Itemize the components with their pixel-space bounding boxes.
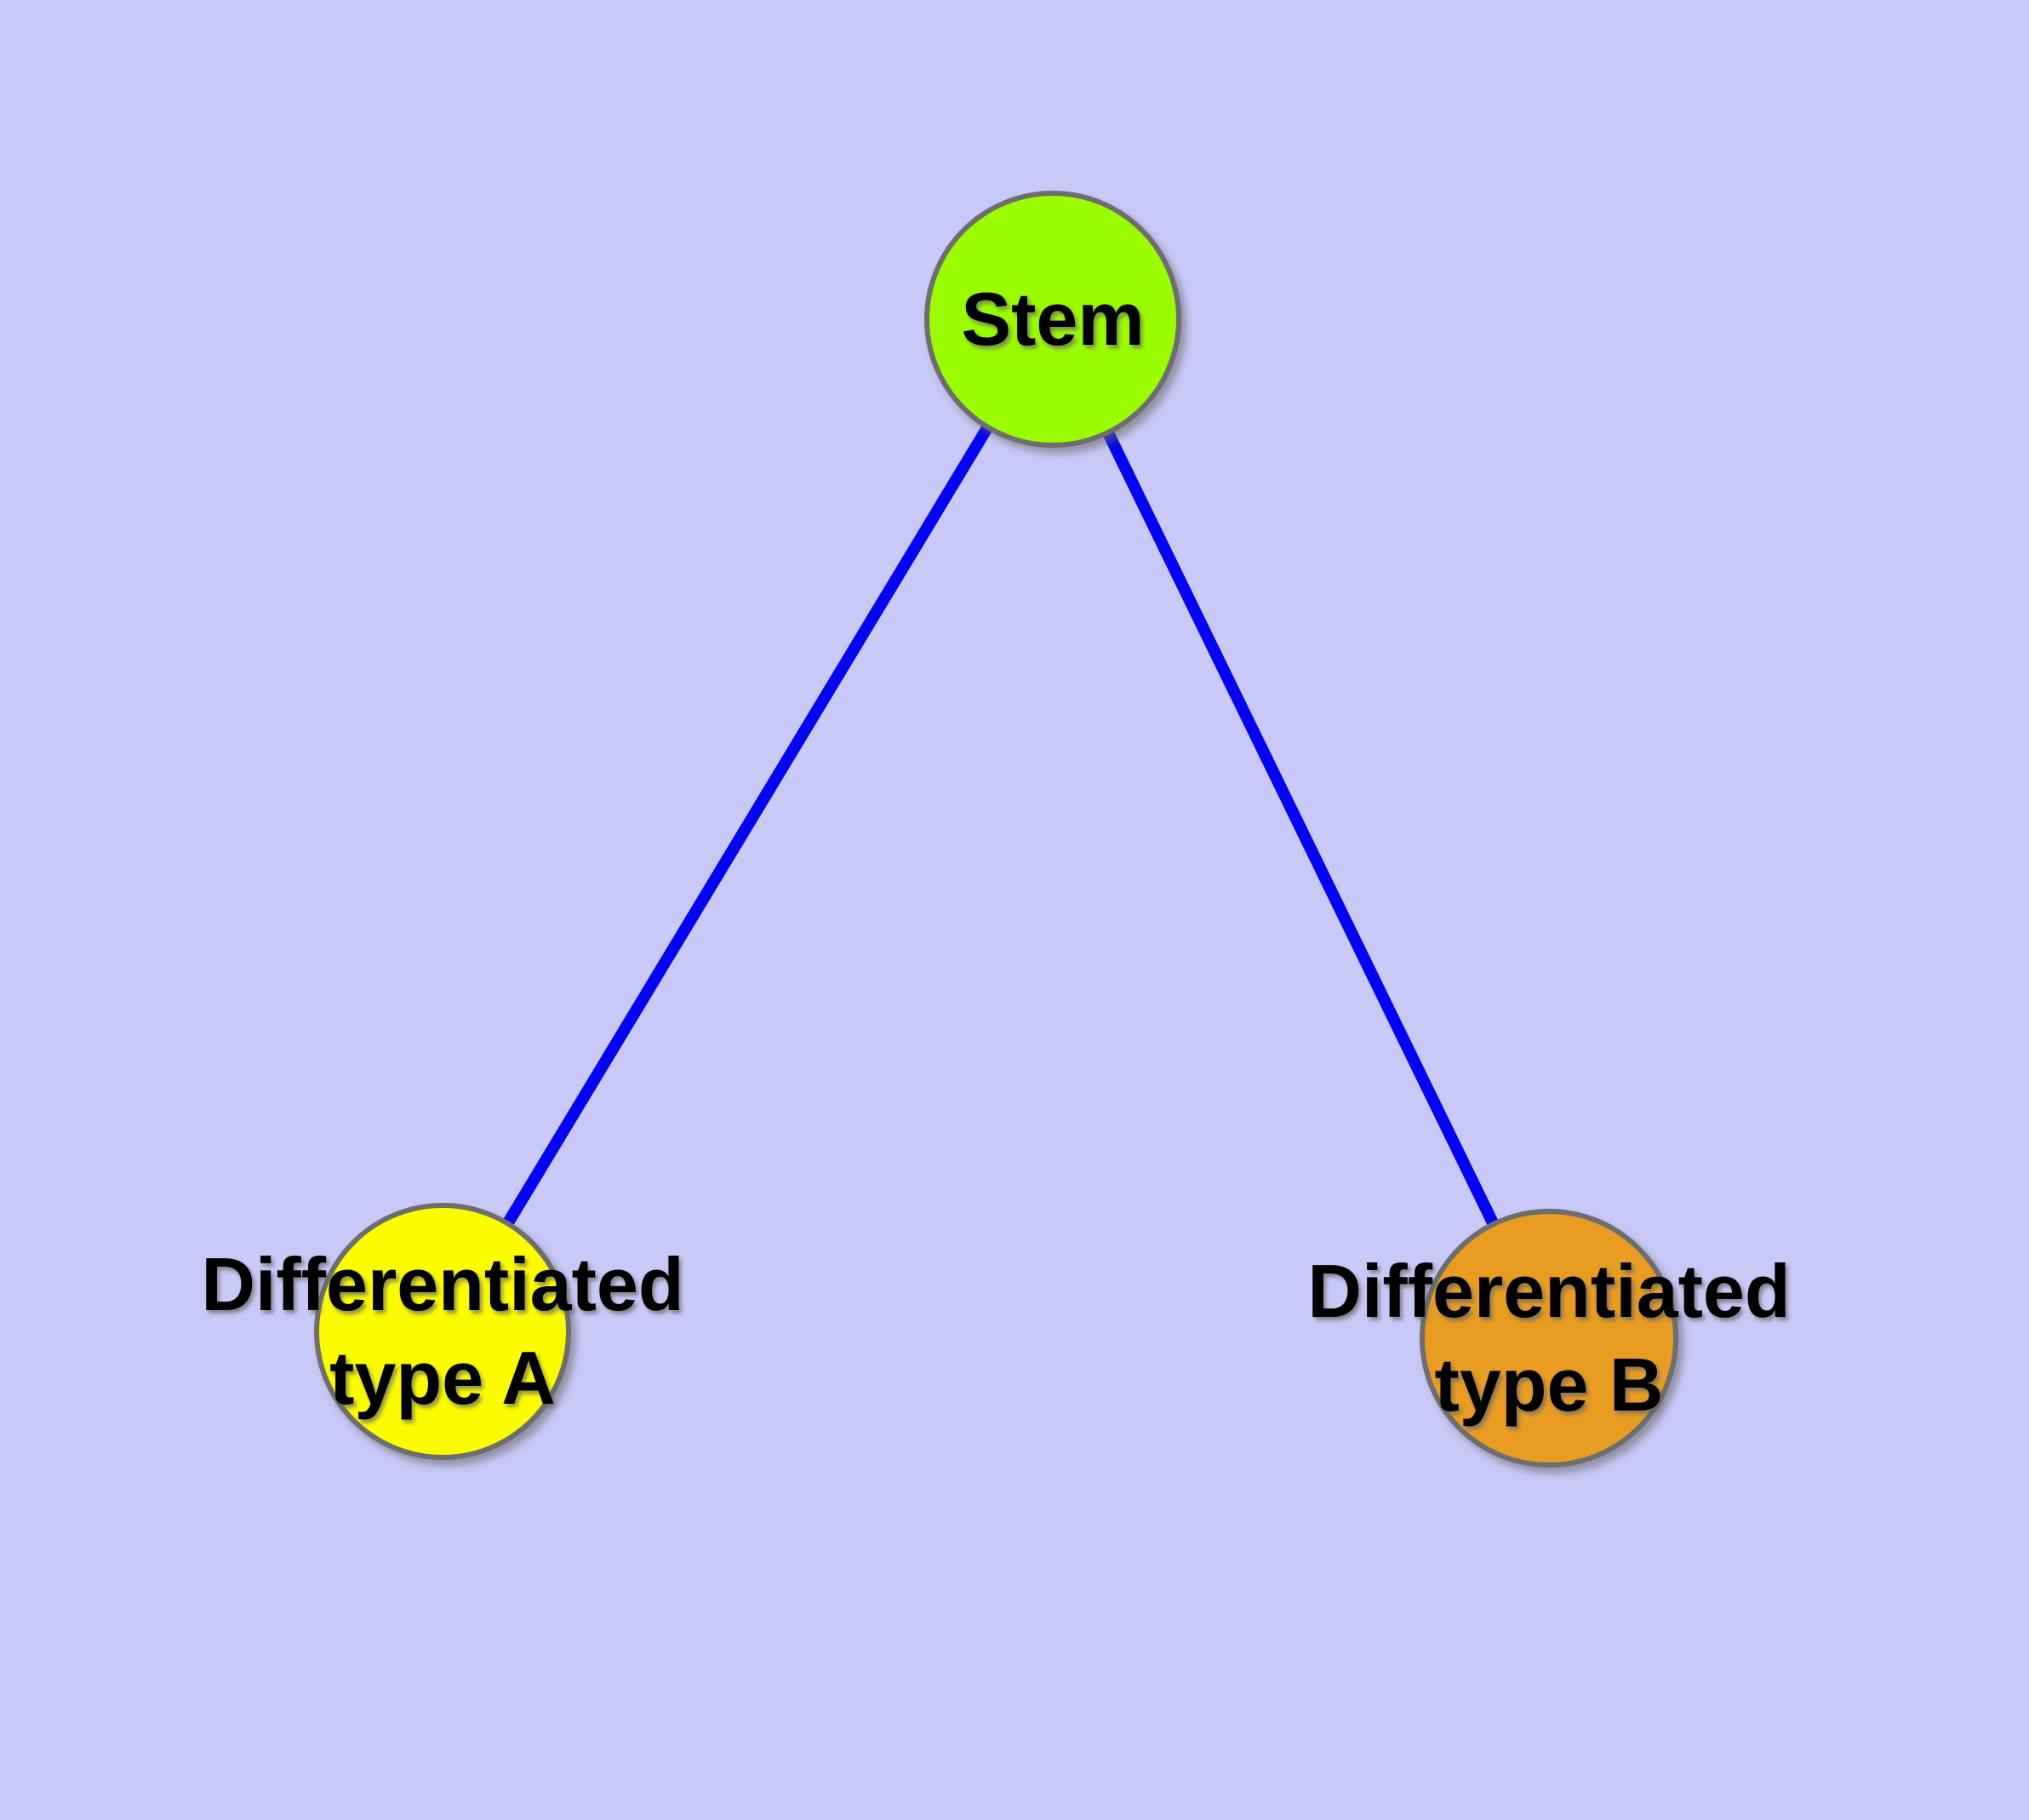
node-stem-circle: [924, 191, 1181, 448]
edge-stem-to-type-b: [1047, 316, 1555, 1342]
node-differentiated-type-b-circle: [1420, 1209, 1678, 1468]
edge-stem-to-type-a: [437, 316, 1058, 1335]
node-differentiated-type-a-circle: [314, 1203, 571, 1460]
